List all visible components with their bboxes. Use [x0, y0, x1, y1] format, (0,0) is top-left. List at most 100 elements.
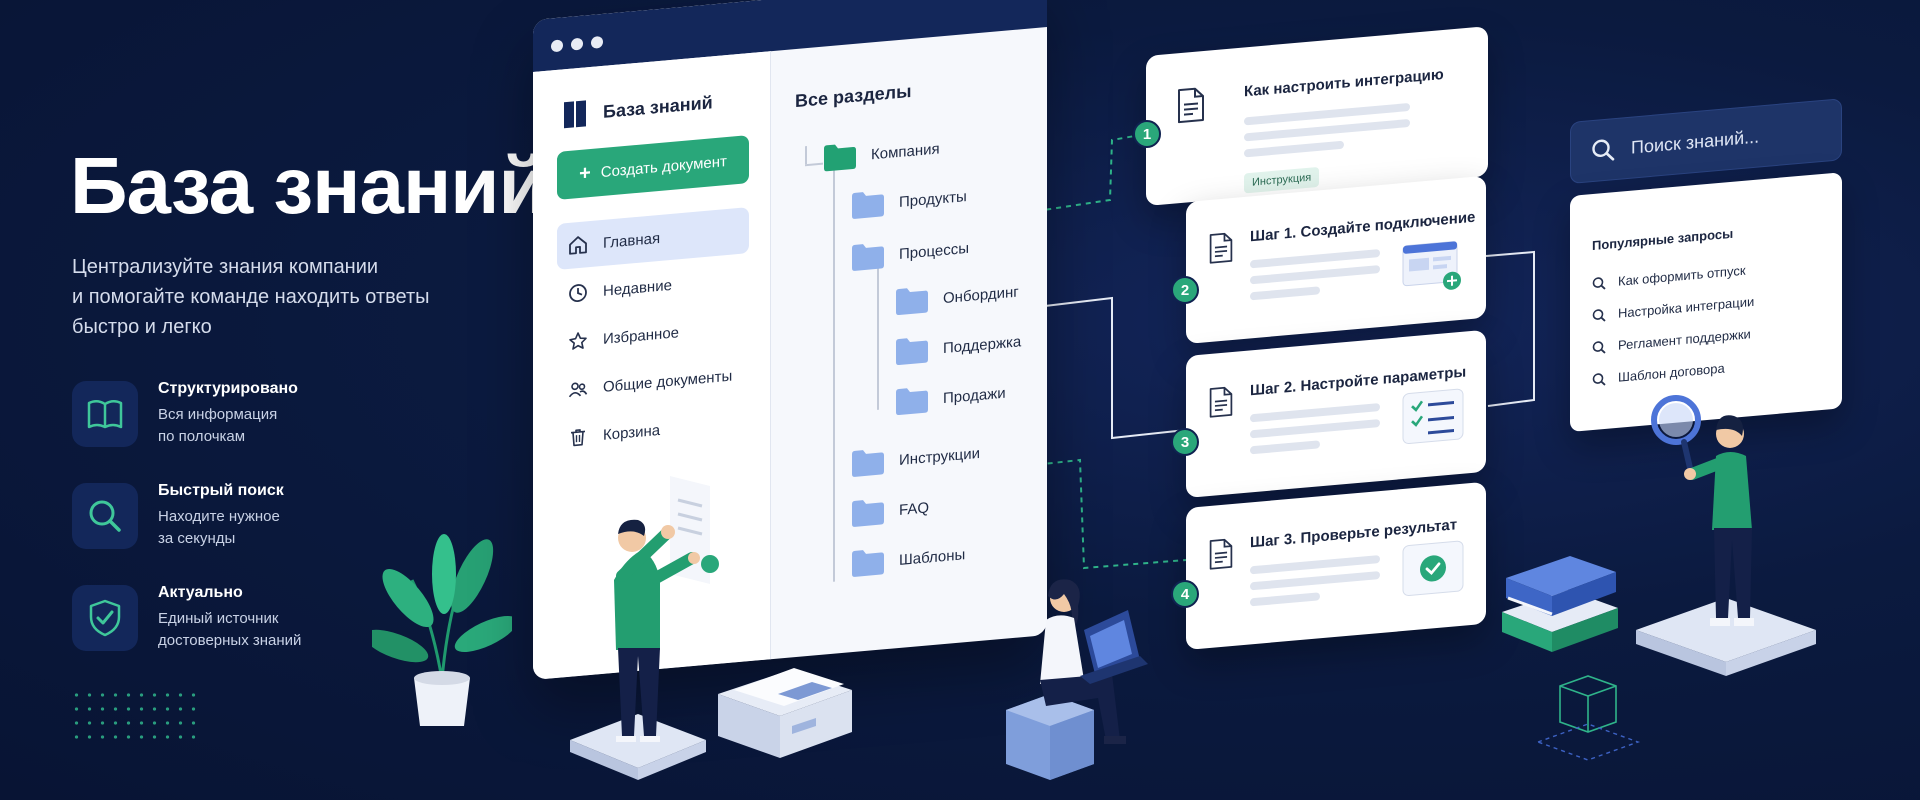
hero-title: База знаний: [70, 141, 548, 230]
window-dot: [571, 37, 583, 51]
tree-node-company[interactable]: Компания: [823, 134, 940, 172]
search-icon: [1592, 139, 1615, 161]
feature-desc: за секунды: [158, 530, 236, 547]
tree-node-instructions[interactable]: Инструкции: [851, 439, 980, 478]
plus-icon: +: [579, 161, 591, 185]
app-title: База знаний: [603, 91, 713, 122]
tree-line: [805, 146, 807, 165]
tree-node-products[interactable]: Продукты: [851, 182, 967, 220]
checklist-icon: [1402, 388, 1464, 445]
tree-node-templates[interactable]: Шаблоны: [851, 540, 965, 578]
tree-node-sales[interactable]: Продажи: [895, 379, 1006, 417]
trash-icon: [567, 425, 589, 449]
tree-node-support[interactable]: Поддержка: [895, 327, 1021, 366]
feature-structured: Структурировано Вся информация по полочк…: [72, 372, 452, 456]
text-placeholder: [1250, 403, 1380, 423]
search-icon: [1592, 372, 1606, 386]
knowledge-search-input[interactable]: Поиск знаний...: [1570, 98, 1842, 184]
knowledge-base-window: База знаний + Создать документ Главная Н…: [533, 0, 1047, 681]
window-dot: [551, 39, 563, 53]
popular-query-item[interactable]: Шаблон договора: [1592, 360, 1725, 387]
document-tray-illustration: [718, 668, 852, 758]
book-icon: [564, 100, 586, 129]
integration-guide-card[interactable]: Как настроить интеграцию Инструкция: [1146, 26, 1488, 207]
card-title: Шаг 1. Создайте подключение: [1250, 208, 1476, 246]
folder-icon: [896, 388, 928, 415]
app-logo[interactable]: База знаний: [561, 86, 713, 131]
folder-icon: [852, 244, 884, 271]
step-1-card[interactable]: Шаг 1. Создайте подключение: [1186, 175, 1486, 344]
users-icon: [567, 377, 589, 401]
sidebar-item-trash[interactable]: Корзина: [557, 399, 749, 462]
home-icon: [567, 233, 589, 257]
feature-desc: по полочкам: [158, 428, 246, 445]
person-with-document-illustration: [570, 476, 719, 780]
folder-icon: [852, 192, 884, 219]
text-placeholder: [1250, 419, 1380, 439]
feature-desc: Находите нужное: [158, 508, 280, 525]
folder-icon: [852, 450, 884, 477]
document-icon: [1209, 232, 1233, 264]
popular-query-item[interactable]: Настройка интеграции: [1592, 294, 1754, 323]
step-2-card[interactable]: Шаг 2. Настройте параметры: [1186, 329, 1486, 498]
open-book-icon: [72, 381, 138, 447]
tree-node-onboarding[interactable]: Онбординг: [895, 277, 1019, 316]
sidebar-item-home[interactable]: Главная: [557, 207, 749, 270]
magnifier-icon: [72, 483, 138, 549]
star-icon: [567, 329, 589, 353]
step-badge-4: 4: [1171, 580, 1199, 608]
tree-line: [877, 259, 879, 410]
folder-icon: [824, 144, 856, 172]
popular-query-item[interactable]: Как оформить отпуск: [1592, 263, 1746, 291]
sidebar-item-favorites[interactable]: Избранное: [557, 303, 749, 366]
tree-line: [833, 169, 835, 582]
search-icon: [1592, 276, 1606, 290]
step-badge-3: 3: [1171, 428, 1199, 456]
text-placeholder: [1250, 265, 1380, 285]
instruction-tag: Инструкция: [1244, 166, 1320, 194]
plant-illustration: [372, 534, 512, 726]
text-placeholder: [1250, 571, 1380, 591]
books-stack-illustration: [1502, 556, 1618, 652]
sidebar-item-shared[interactable]: Общие документы: [557, 351, 749, 414]
popular-queries-panel: Популярные запросы Как оформить отпуск Н…: [1570, 172, 1842, 433]
tree-node-faq[interactable]: FAQ: [851, 493, 929, 528]
text-placeholder: [1250, 440, 1320, 455]
hero-subtitle: Централизуйте знания компании и помогайт…: [72, 256, 430, 338]
folder-icon: [852, 500, 884, 527]
text-placeholder: [1244, 140, 1344, 158]
popular-query-item[interactable]: Регламент поддержки: [1592, 326, 1751, 355]
popular-queries-title: Популярные запросы: [1592, 225, 1734, 254]
tree-line: [805, 162, 823, 167]
search-icon: [1592, 308, 1606, 322]
tree-node-processes[interactable]: Процессы: [851, 234, 969, 272]
text-placeholder: [1250, 249, 1380, 269]
shield-check-icon: [72, 585, 138, 651]
document-icon: [1209, 386, 1233, 418]
text-placeholder: [1250, 286, 1320, 301]
feature-desc: Вся информация: [158, 406, 278, 423]
person-with-laptop-illustration: [1006, 579, 1148, 780]
feature-actual: Актуально Единый источник достоверных зн…: [72, 576, 452, 660]
card-title: Как настроить интеграцию: [1244, 65, 1444, 101]
feature-fast-search: Быстрый поиск Находите нужное за секунды: [72, 474, 452, 558]
search-icon: [1592, 340, 1606, 354]
sidebar-item-recent[interactable]: Недавние: [557, 255, 749, 318]
step-3-card[interactable]: Шаг 3. Проверьте результат: [1186, 481, 1486, 650]
step-badge-1: 1: [1133, 120, 1161, 148]
feature-desc: достоверных знаний: [158, 632, 302, 649]
folder-icon: [896, 338, 928, 365]
feature-desc: Единый источник: [158, 610, 279, 627]
search-placeholder: Поиск знаний...: [1631, 125, 1760, 158]
document-icon: [1178, 87, 1204, 124]
text-placeholder: [1250, 555, 1380, 575]
feature-title: Актуально: [158, 584, 243, 601]
text-placeholder: [1250, 592, 1320, 607]
feature-title: Быстрый поиск: [158, 482, 284, 499]
step-badge-2: 2: [1171, 276, 1199, 304]
folder-icon: [852, 550, 884, 577]
clock-icon: [567, 281, 589, 305]
decorative-dots: [70, 688, 200, 746]
folder-icon: [896, 288, 928, 315]
